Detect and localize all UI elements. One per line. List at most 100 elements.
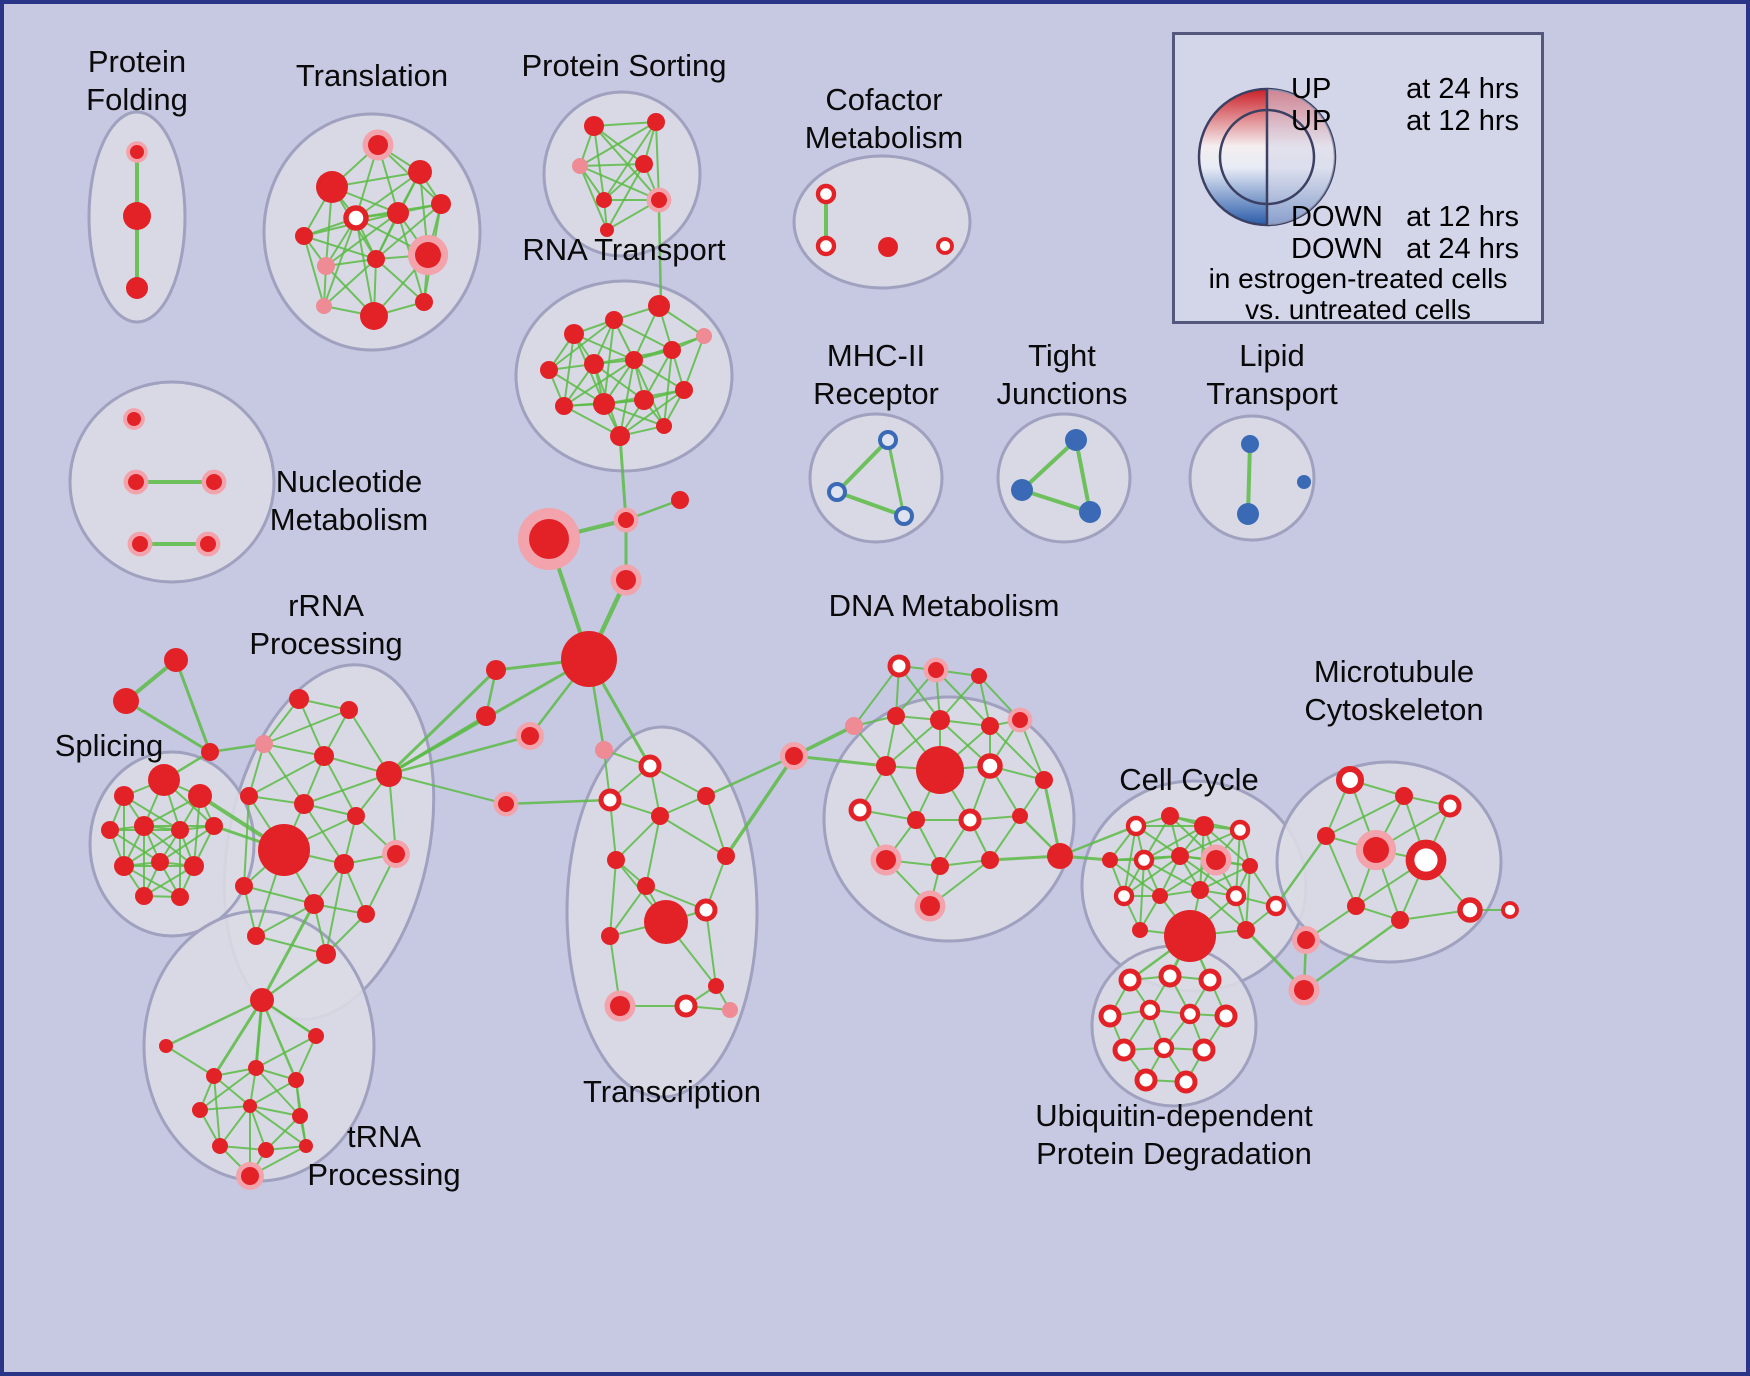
edge (1325, 835, 1357, 907)
edge (579, 163, 645, 167)
edge (573, 333, 635, 361)
edge (208, 742, 266, 754)
node (123, 202, 151, 230)
node (1065, 429, 1087, 451)
node (928, 662, 944, 678)
node (648, 295, 670, 317)
node (785, 747, 803, 765)
node (848, 798, 872, 822)
node (596, 192, 612, 208)
node (1139, 999, 1161, 1021)
cluster-label-cofactor-metabolism: Cofactor (825, 82, 942, 117)
node (1347, 897, 1365, 915)
node (674, 994, 698, 1018)
node (1171, 847, 1189, 865)
cluster-mhc-ii-receptor (808, 412, 944, 544)
node (878, 237, 898, 257)
edge (609, 885, 647, 937)
node (1112, 1038, 1136, 1062)
edge (1325, 795, 1405, 837)
edge (663, 349, 673, 427)
edge (1179, 829, 1241, 857)
edge (885, 719, 941, 767)
edge (164, 998, 264, 1048)
node (1153, 1037, 1175, 1059)
node (595, 741, 613, 759)
node (201, 743, 219, 761)
node (164, 648, 188, 672)
node (387, 845, 405, 863)
node (1194, 816, 1214, 836)
edge (213, 1075, 221, 1147)
node (675, 381, 693, 399)
node (635, 155, 653, 173)
edge (249, 1079, 297, 1107)
edge (260, 902, 316, 1002)
edge (263, 709, 350, 745)
node (288, 1072, 304, 1088)
edge (249, 1105, 301, 1117)
cluster-label-microtubule-cytoskeleton: Cytoskeleton (1304, 692, 1483, 727)
edge (323, 755, 357, 817)
node (347, 807, 365, 825)
node (247, 927, 265, 945)
node (584, 116, 604, 136)
node (151, 853, 169, 871)
cluster-label-tight-junctions: Tight (1028, 338, 1096, 373)
node (634, 390, 654, 410)
node (134, 816, 154, 836)
edge (705, 909, 717, 987)
edge (683, 335, 705, 391)
edge (853, 665, 900, 727)
node (408, 160, 432, 184)
cluster-label-tight-junctions: Junctions (997, 376, 1128, 411)
node (907, 811, 925, 829)
node (1152, 888, 1168, 904)
edge (1020, 438, 1078, 492)
edge (1302, 918, 1402, 992)
node (564, 324, 584, 344)
node (113, 688, 139, 714)
edge (835, 438, 890, 494)
node (431, 194, 451, 214)
node (1206, 850, 1226, 870)
node (1133, 849, 1155, 871)
node (171, 888, 189, 906)
node (1125, 815, 1147, 837)
edge (935, 669, 991, 727)
edge (563, 333, 575, 407)
edge (243, 795, 250, 887)
node (887, 654, 911, 678)
node (610, 426, 630, 446)
node (647, 113, 665, 131)
legend-direction: UP (1291, 73, 1332, 105)
node (656, 418, 672, 434)
edge (165, 1045, 215, 1077)
node (317, 257, 335, 275)
edge (579, 165, 608, 231)
cluster-label-ubiquitin-degradation: Ubiquitin-dependent (1035, 1098, 1313, 1133)
edge (323, 258, 377, 307)
node (610, 996, 630, 1016)
node (1241, 435, 1259, 453)
node (605, 311, 623, 329)
node (561, 631, 617, 687)
node (289, 689, 309, 709)
node (258, 1142, 274, 1158)
node (876, 850, 896, 870)
edge (593, 125, 645, 165)
edge (1074, 438, 1092, 514)
node (258, 824, 310, 876)
node (159, 1039, 173, 1053)
node (722, 1002, 738, 1018)
node (200, 536, 216, 552)
node (887, 707, 905, 725)
edge (1199, 889, 1247, 931)
edge (1274, 834, 1328, 908)
edge (618, 434, 628, 522)
edge (1058, 824, 1138, 858)
edge (249, 1105, 307, 1147)
node (368, 135, 388, 155)
node (1164, 910, 1216, 962)
